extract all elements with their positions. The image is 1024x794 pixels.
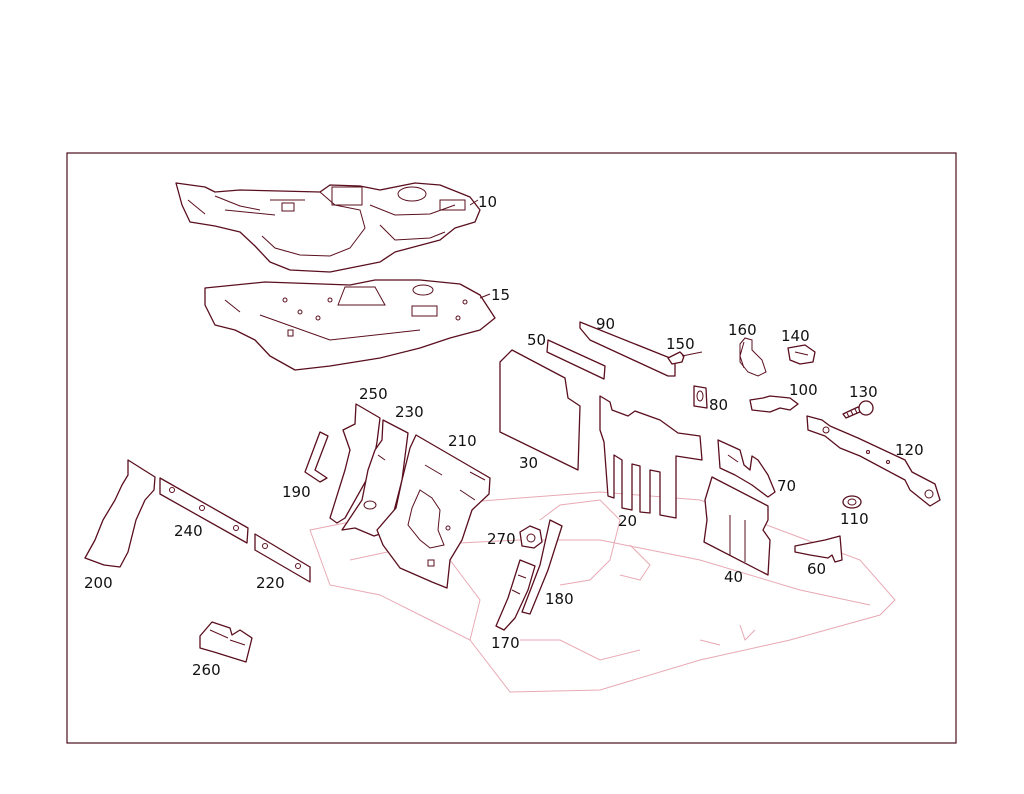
callout-170: 170 [491, 634, 520, 652]
callout-10: 10 [478, 193, 497, 211]
callout-200: 200 [84, 574, 113, 592]
part-120-rail [806, 415, 941, 507]
callout-110: 110 [840, 510, 869, 528]
part-200-panel [84, 459, 156, 568]
callout-220: 220 [256, 574, 285, 592]
part-150-pin [667, 351, 703, 365]
part-260-block [199, 621, 253, 663]
callout-50: 50 [527, 331, 546, 349]
part-210-panel [376, 434, 491, 589]
callout-20: 20 [618, 512, 637, 530]
part-160-tie [739, 337, 767, 377]
callout-250: 250 [359, 385, 388, 403]
callout-270: 270 [487, 530, 516, 548]
callout-120: 120 [895, 441, 924, 459]
part-30-panel [499, 349, 581, 471]
callout-140: 140 [781, 327, 810, 345]
callout-160: 160 [728, 321, 757, 339]
part-80-clip [693, 385, 708, 409]
part-190-strip [304, 431, 329, 483]
callout-180: 180 [545, 590, 574, 608]
part-60-plate [794, 535, 843, 563]
part-180-strip [521, 519, 563, 615]
callout-70: 70 [777, 477, 796, 495]
part-220-strip [254, 533, 311, 583]
callout-40: 40 [724, 568, 743, 586]
part-50-strip [546, 339, 606, 380]
part-20-panel [599, 395, 703, 519]
part-130-screw [842, 400, 874, 419]
callout-labels: 10 15 90 50 150 160 140 100 130 80 120 7… [84, 193, 924, 679]
callout-210: 210 [448, 432, 477, 450]
callout-90: 90 [596, 315, 615, 333]
part-170-strip [495, 559, 536, 631]
diagram-frame [66, 152, 957, 744]
callout-240: 240 [174, 522, 203, 540]
callout-150: 150 [666, 335, 695, 353]
callout-leaders [469, 199, 491, 299]
part-40-panel [703, 476, 771, 576]
callout-130: 130 [849, 383, 878, 401]
callout-80: 80 [709, 396, 728, 414]
part-70-bracket [717, 439, 776, 498]
part-10-firewall-upper [175, 182, 481, 273]
callout-60: 60 [807, 560, 826, 578]
callout-100: 100 [789, 381, 818, 399]
part-250-panel [329, 403, 381, 524]
part-15-firewall-lower [204, 279, 496, 371]
part-240-strip [159, 477, 249, 544]
callout-230: 230 [395, 403, 424, 421]
callout-260: 260 [192, 661, 221, 679]
part-270-nut [519, 525, 543, 549]
part-110-grommet [842, 495, 862, 509]
callout-30: 30 [519, 454, 538, 472]
callout-15: 15 [491, 286, 510, 304]
part-140-clip [787, 344, 816, 365]
part-100-bracket [749, 395, 799, 413]
callout-190: 190 [282, 483, 311, 501]
